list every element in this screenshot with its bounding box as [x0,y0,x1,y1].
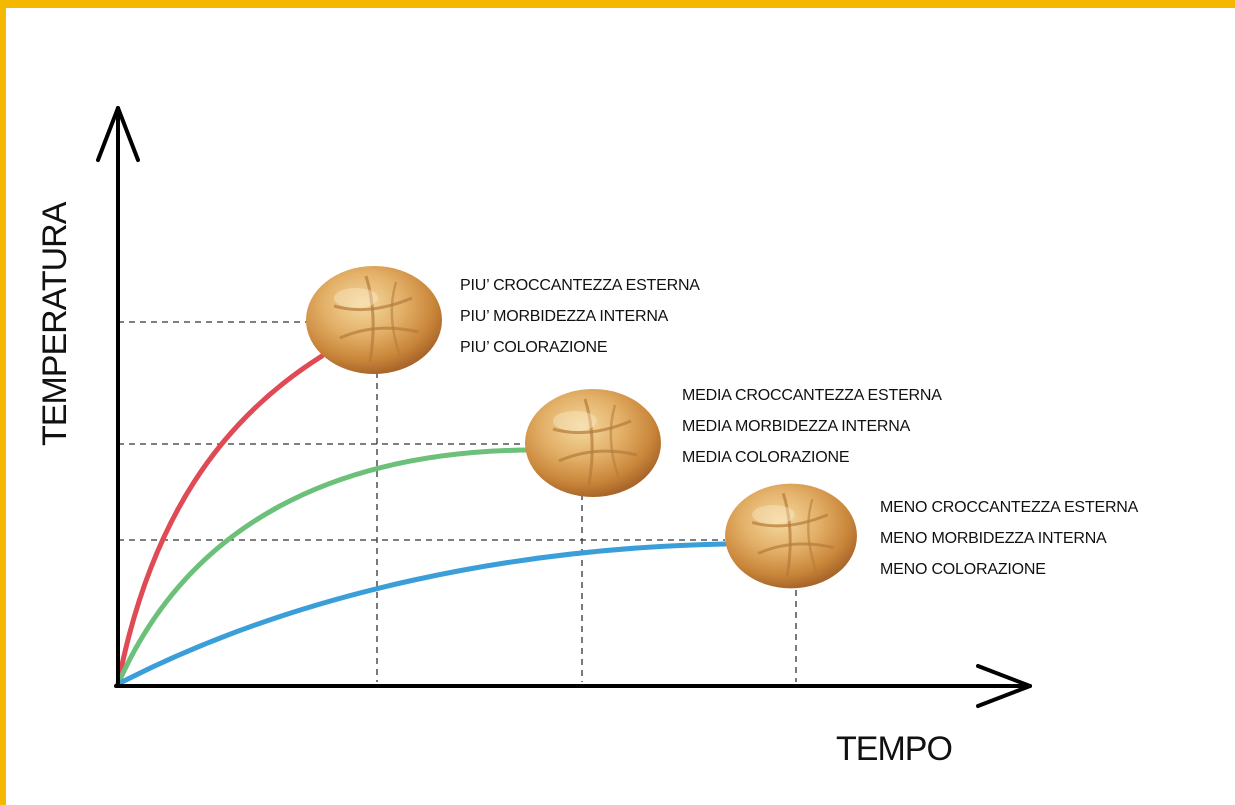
note-high-crunch: PIU’ CROCCANTEZZA ESTERNA [460,277,700,294]
y-axis-arrow-icon [96,106,140,162]
bread-roll-icon-low [723,482,859,590]
bread-roll-icon-high [304,264,444,376]
axes [96,106,1032,708]
x-axis-title: TEMPO [836,730,952,768]
note-group-medium: MEDIA CROCCANTEZZA ESTERNA MEDIA MORBIDE… [682,387,942,466]
note-group-high: PIU’ CROCCANTEZZA ESTERNA PIU’ MORBIDEZZ… [460,277,700,356]
curve-low-temperature [115,541,728,687]
note-medium-coloring: MEDIA COLORAZIONE [682,449,849,466]
note-low-softness: MENO MORBIDEZZA INTERNA [880,530,1107,547]
note-high-coloring: PIU’ COLORAZIONE [460,339,607,356]
curve-high-temperature [115,353,325,687]
y-axis-title: TEMPERATURA [36,201,74,446]
note-medium-softness: MEDIA MORBIDEZZA INTERNA [682,418,911,435]
x-axis-arrow-icon [976,664,1032,708]
bread-roll-icon-medium [523,387,663,499]
note-low-crunch: MENO CROCCANTEZZA ESTERNA [880,499,1139,516]
note-high-softness: PIU’ MORBIDEZZA INTERNA [460,308,669,325]
curve-medium-temperature [115,447,531,687]
note-low-coloring: MENO COLORAZIONE [880,561,1046,578]
note-group-low: MENO CROCCANTEZZA ESTERNA MENO MORBIDEZZ… [880,499,1139,578]
note-medium-crunch: MEDIA CROCCANTEZZA ESTERNA [682,387,942,404]
guide-lines [118,321,797,682]
